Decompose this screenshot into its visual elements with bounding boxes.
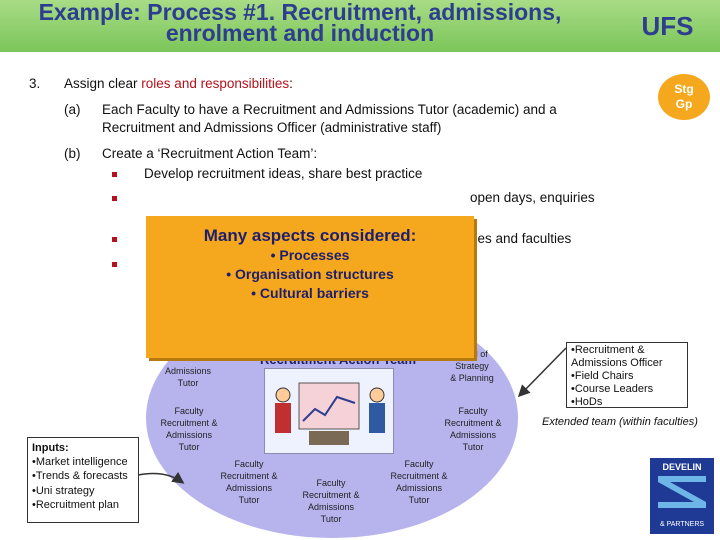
develin-logo-svg: DEVELIN & PARTNERS: [658, 462, 706, 528]
sub-a-label: (a): [64, 102, 81, 117]
bullet-marker: [112, 262, 117, 267]
bullet-marker: [112, 196, 117, 201]
point-text-suffix: :: [289, 76, 293, 91]
callout-item: • Processes: [270, 247, 350, 263]
aspects-callout: Many aspects considered: • Processes • O…: [146, 216, 474, 358]
point-number: 3.: [29, 76, 41, 91]
extended-team-box: •Recruitment & Admissions Officer •Field…: [566, 342, 688, 408]
inputs-arrow: [137, 471, 185, 484]
stg-badge: Stg Gp: [658, 74, 710, 120]
inputs-box: Inputs: •Market intelligence •Trends & f…: [27, 437, 139, 523]
faculty-node: Faculty Recruitment & Admissions Tutor: [390, 459, 448, 505]
inputs-item: •Recruitment plan: [32, 498, 120, 511]
bullet-item-3: ries and faculties: [470, 231, 572, 246]
faculty-node: Faculty Recruitment & Admissions Tutor: [444, 406, 502, 452]
extended-item: •Recruitment &: [571, 344, 645, 356]
sub-a-line-2: Recruitment and Admissions Officer (admi…: [102, 120, 442, 135]
bullet-marker: [112, 172, 117, 177]
inputs-item: •Trends & forecasts: [32, 470, 128, 483]
extended-item: •HoDs: [571, 396, 603, 408]
team-illustration: [264, 368, 394, 454]
bullet-item-2: open days, enquiries: [470, 190, 595, 205]
sub-b-label: (b): [64, 146, 81, 161]
inputs-item: •Market intelligence: [32, 456, 128, 469]
team-illustration-svg: [275, 382, 385, 445]
left-tutor-label: Admissions Tutor: [164, 366, 211, 388]
extended-arrow: [517, 347, 567, 398]
faculty-node: Faculty Recruitment & Admissions Tutor: [302, 478, 360, 524]
title-line-1: Example: Process #1. Recruitment, admiss…: [38, 0, 562, 25]
point-text: Assign clear roles and responsibilities:: [64, 76, 293, 92]
extended-item: •Course Leaders: [571, 383, 654, 395]
title-line-2: enrolment and induction: [165, 20, 435, 46]
point-text-prefix: Assign clear: [64, 76, 142, 91]
logo-line-1: DEVELIN: [662, 462, 701, 472]
extended-item: Admissions Officer: [571, 357, 663, 369]
brand-label: UFS: [641, 11, 694, 41]
faculty-node: Faculty Recruitment & Admissions Tutor: [160, 406, 218, 452]
title-bar: [0, 0, 720, 52]
extended-item: •Field Chairs: [571, 370, 634, 382]
logo-line-2: & PARTNERS: [660, 521, 704, 528]
develin-logo: DEVELIN & PARTNERS: [650, 458, 714, 534]
inputs-item: •Uni strategy: [32, 484, 95, 497]
slide-title: Example: Process #1. Recruitment, admiss…: [0, 0, 600, 46]
faculty-node: Faculty Recruitment & Admissions Tutor: [220, 459, 278, 505]
inputs-title: Inputs:: [32, 442, 69, 454]
bullet-item-1: Develop recruitment ideas, share best pr…: [144, 166, 423, 181]
point-text-highlight: roles and responsibilities: [141, 76, 290, 91]
extended-caption: Extended team (within faculties): [542, 416, 698, 428]
stg-badge-label: Stg Gp: [674, 82, 694, 111]
sub-b-text: Create a ‘Recruitment Action Team’:: [102, 146, 318, 161]
sub-a-line-1: Each Faculty to have a Recruitment and A…: [102, 102, 557, 117]
callout-heading: Many aspects considered:: [203, 226, 417, 245]
callout-item: • Cultural barriers: [251, 285, 369, 301]
bullet-marker: [112, 237, 117, 242]
callout-item: • Organisation structures: [226, 266, 394, 282]
